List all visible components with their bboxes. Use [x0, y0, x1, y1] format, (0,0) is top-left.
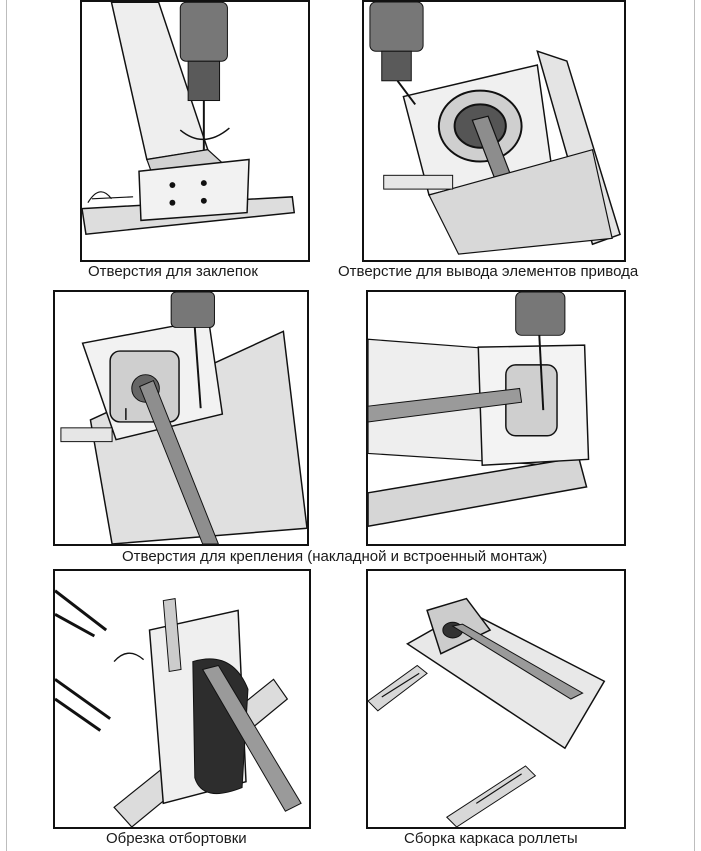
drill-mounting-left-illustration [60, 292, 307, 544]
illustration-shutter-frame-assembly [366, 569, 626, 829]
drill-end-cap-illustration [82, 2, 296, 235]
frame-assembly-illustration [368, 597, 606, 827]
drill-outlet-illustration [369, 2, 621, 255]
caption-drive-outlet-hole: Отверстие для вывода элементов привода [338, 263, 639, 280]
illustration-mounting-holes-right [366, 290, 626, 546]
drill-mounting-right-illustration [368, 292, 590, 528]
caption-flange-trimming: Обрезка отбортовки [106, 830, 247, 847]
illustration-mounting-holes-left [53, 290, 309, 546]
caption-shutter-frame-assembly: Сборка каркаса роллеты [404, 830, 578, 847]
caption-mounting-holes: Отверстия для крепления (накладной и вст… [122, 548, 548, 565]
page-border-left [6, 0, 7, 851]
illustration-flange-trimming [53, 569, 311, 829]
illustration-rivet-holes [80, 0, 310, 262]
caption-rivet-holes: Отверстия для заклепок [88, 263, 258, 280]
cutter-flange-illustration [55, 589, 302, 827]
illustration-drive-outlet-hole [362, 0, 626, 262]
page-border-right [694, 0, 695, 851]
